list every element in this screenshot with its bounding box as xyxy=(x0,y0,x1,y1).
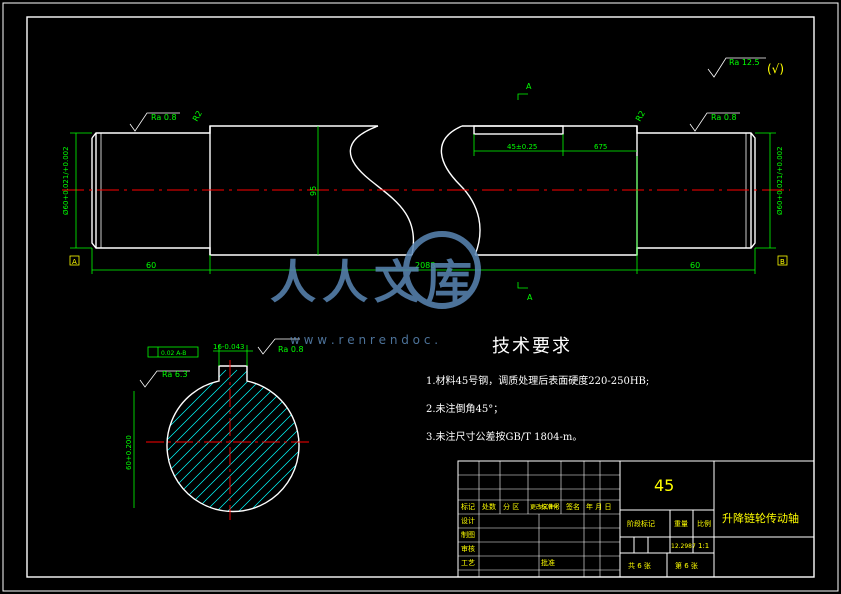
section-view: 60+0.200 16-0.043 0.02 A-B xyxy=(10,343,457,520)
hatch-line xyxy=(167,369,293,512)
hatch-line xyxy=(207,369,299,512)
left-end-diameter: Ø60+0.021/+0.002 xyxy=(62,146,70,215)
hatch-line xyxy=(167,369,183,512)
tech-requirements-title: 技术要求 xyxy=(492,336,572,357)
surface-finish-symbols xyxy=(129,57,766,388)
middle-diameter: 95 xyxy=(309,186,318,196)
datum-markers xyxy=(69,255,788,266)
section-mark-bottom: A xyxy=(527,293,533,302)
right-length-dim: 60 xyxy=(690,261,700,270)
hatch-line xyxy=(295,369,299,512)
hatch-line xyxy=(185,369,299,512)
hatch-line xyxy=(284,369,299,512)
keyway-width-dim: 16-0.043 xyxy=(213,343,244,351)
watermark-url: w w w . r e n r e n d o c . xyxy=(290,333,438,347)
tech-requirement-1: 1.材料45号钢，调质处理后表面硬度220-250HB; xyxy=(426,374,649,387)
tb-weight-value: 12.2987 xyxy=(671,543,696,550)
symmetry-tolerance: 0.02 A-B xyxy=(161,350,186,357)
tb-header-file: 更改文件号 xyxy=(530,503,560,511)
hatch-line xyxy=(307,370,457,520)
hatch-line xyxy=(167,369,299,512)
dimension-lines xyxy=(70,93,776,289)
tb-header-count: 处数 xyxy=(482,502,496,511)
tb-role-design: 设计 xyxy=(461,516,475,525)
hatch-line xyxy=(218,369,299,512)
ra-left-journal: Ra 0.8 xyxy=(151,113,177,122)
left-journal-outline xyxy=(91,125,378,139)
hatch-line xyxy=(167,369,172,512)
break-line-left xyxy=(349,125,415,256)
tb-material: 45 xyxy=(654,476,674,495)
hatch-line xyxy=(167,369,227,512)
datum-a: A xyxy=(72,258,77,266)
hatch-line xyxy=(167,369,260,512)
tb-role-check: 审核 xyxy=(461,544,475,553)
tb-sheet-total: 共 6 张 xyxy=(628,561,651,570)
tb-stage-label: 阶段标记 xyxy=(627,519,655,528)
right-end-diameter: Ø60+0.021/+0.002 xyxy=(776,146,784,215)
break-line-right xyxy=(440,125,481,256)
section-mark-top: A xyxy=(526,82,532,91)
ra-section-outer: Ra 6.3 xyxy=(162,370,188,379)
dimension-text: Ø60+0.021/+0.002 Ø60+0.021/+0.002 95 45±… xyxy=(62,82,784,302)
hatch-line xyxy=(167,369,282,512)
inner-border xyxy=(26,16,815,578)
total-length-dim: 2088 xyxy=(415,261,435,270)
ra-right-journal: Ra 0.8 xyxy=(711,113,737,122)
hatch-line xyxy=(240,369,299,512)
keyway-slot xyxy=(473,125,564,135)
tb-weight-label: 重量 xyxy=(674,520,688,528)
tech-requirement-3: 3.未注尺寸公差按GB/T 1804-m。 xyxy=(426,430,582,443)
hatch-line xyxy=(167,369,249,512)
tb-part-name: 升降链轮传动轴 xyxy=(722,511,799,525)
key-offset-dim: 675 xyxy=(594,143,607,151)
tb-sheet-no: 第 6 张 xyxy=(675,561,698,570)
watermark-logo xyxy=(403,231,481,309)
hatch-line xyxy=(262,369,299,512)
ra-general-suffix: (√) xyxy=(767,62,784,76)
hatch-line xyxy=(174,369,299,512)
watermark-chars: 人人文库 xyxy=(270,255,478,309)
section-outline xyxy=(166,365,300,513)
tb-scale-label: 比例 xyxy=(697,519,711,528)
tb-header-mark: 标记 xyxy=(461,502,475,511)
title-block xyxy=(457,460,815,578)
hatch-line xyxy=(167,369,238,512)
tb-scale-value: 1:1 xyxy=(698,542,709,550)
hatch-line xyxy=(167,369,299,512)
hatch-line xyxy=(10,370,160,520)
tb-header-sign: 签名 xyxy=(566,502,580,511)
left-length-dim: 60 xyxy=(146,261,156,270)
hatch-line xyxy=(196,369,299,512)
keyway-depth-dim: 60+0.200 xyxy=(125,435,133,470)
tb-standard-label: 标准化 xyxy=(541,503,559,511)
watermark: 人人文库 w w w . r e n r e n d o c . xyxy=(270,231,481,347)
hatch-line xyxy=(229,369,299,512)
fillet-right-label: R2 xyxy=(634,109,647,123)
hatch-line xyxy=(273,369,299,512)
fillet-left-label: R2 xyxy=(191,109,204,123)
datum-b: B xyxy=(780,258,785,266)
tb-header-date: 年 月 日 xyxy=(586,502,611,511)
hatch-line xyxy=(167,369,194,512)
keyway-length-dim: 45±0.25 xyxy=(507,143,537,151)
tb-approve-label: 批准 xyxy=(541,558,555,567)
tb-role-process: 工艺 xyxy=(461,559,475,567)
tech-requirement-2: 2.未注倒角45°； xyxy=(426,402,503,415)
ra-general: Ra 12.5 xyxy=(729,58,760,67)
ra-keyway-side: Ra 0.8 xyxy=(278,345,304,354)
hatch-line xyxy=(167,369,271,512)
tb-header-zone: 分 区 xyxy=(503,502,519,511)
tb-role-draw: 制图 xyxy=(461,530,475,539)
